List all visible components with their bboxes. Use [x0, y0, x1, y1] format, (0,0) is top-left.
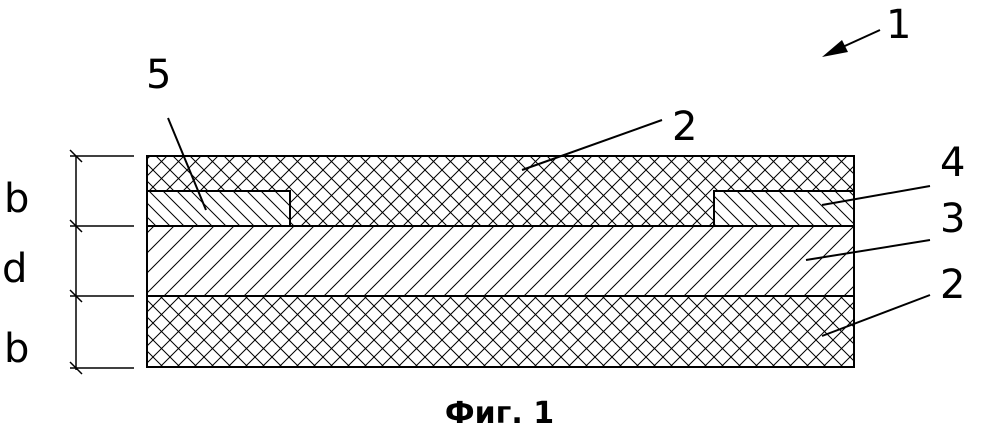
- insert-right-layer: [714, 191, 854, 226]
- dimension-label-bottom: b: [4, 326, 29, 372]
- label-core: 3: [940, 196, 965, 242]
- label-top-cover: 2: [672, 104, 697, 150]
- label-bottom-cover: 2: [940, 262, 965, 308]
- label-insert-right: 4: [940, 140, 965, 186]
- dimension-line: [70, 150, 134, 374]
- figure-caption: Фиг. 1: [0, 396, 999, 432]
- assembly-arrow: [822, 30, 880, 57]
- label-insert-left: 5: [146, 52, 171, 98]
- assembly-number-label: 1: [886, 2, 911, 48]
- bottom-cover-layer: [147, 296, 854, 367]
- dimension-label-middle: d: [2, 246, 27, 292]
- dimension-label-top: b: [4, 176, 29, 222]
- insert-left-layer: [147, 191, 290, 226]
- core-layer: [147, 226, 854, 296]
